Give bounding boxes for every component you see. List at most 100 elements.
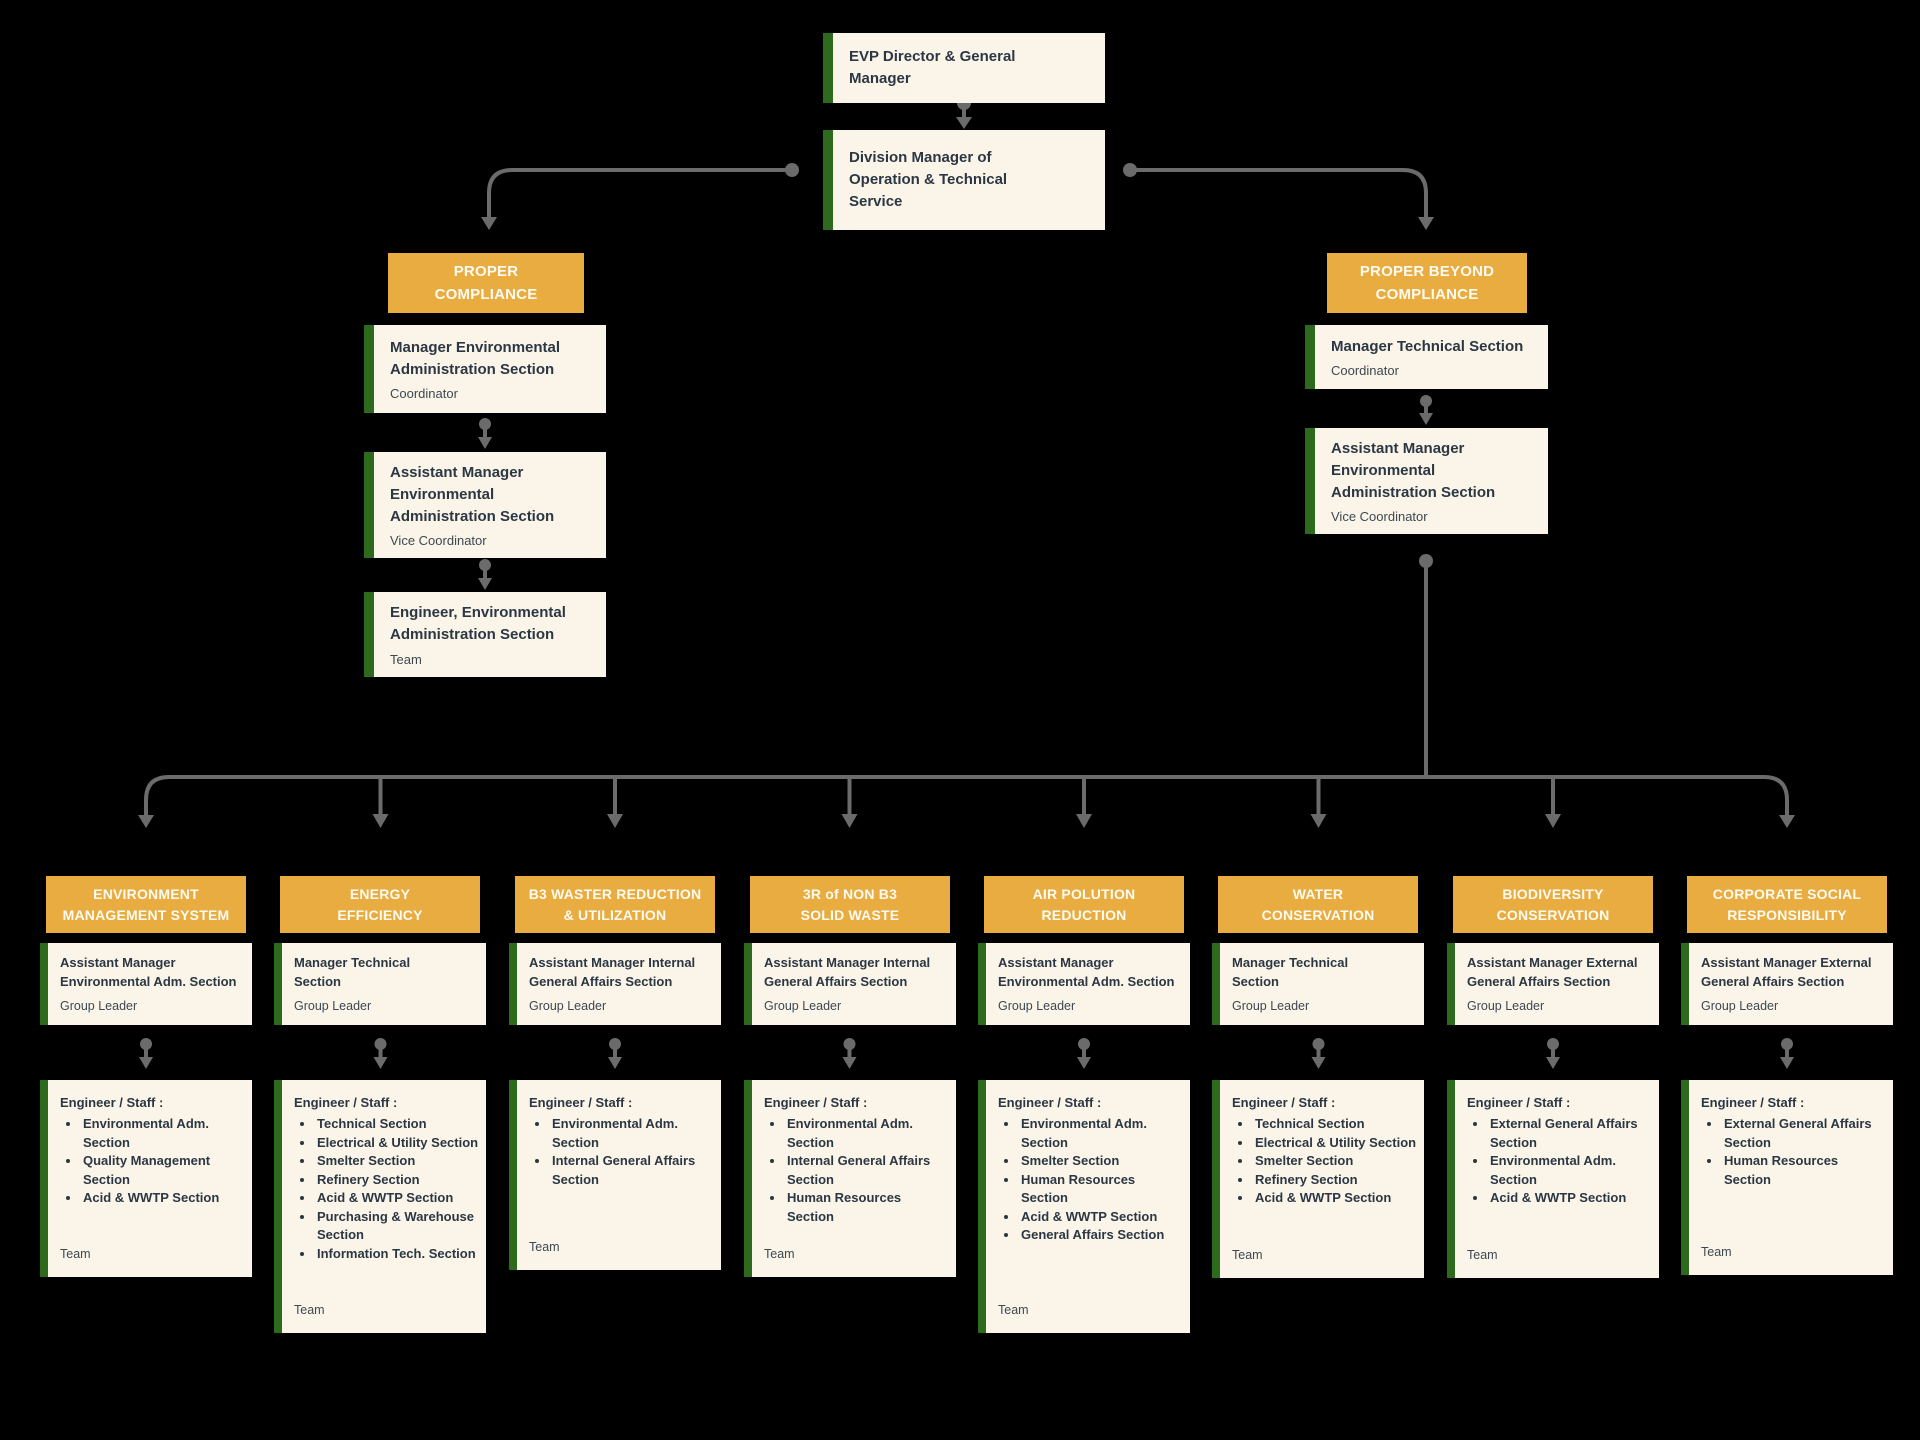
program-staff-box: Engineer / Staff : External General Affa… xyxy=(1447,1080,1659,1278)
team-label: Team xyxy=(294,1303,325,1317)
node-assistant-manager-env-admin-left: Assistant Manager Environmental Administ… xyxy=(364,452,606,559)
program-leader-box: Manager Technical Section Group Leader xyxy=(1212,943,1424,1025)
staff-label: Engineer / Staff : xyxy=(294,1095,398,1110)
leader-title: Assistant Manager Internal General Affai… xyxy=(764,955,931,989)
leader-title: Assistant Manager External General Affai… xyxy=(1467,955,1638,989)
staff-item: Internal General Affairs Section xyxy=(550,1152,715,1189)
leader-title: Assistant Manager External General Affai… xyxy=(1701,955,1872,989)
staff-item: Environmental Adm. Section xyxy=(785,1115,950,1152)
staff-label: Engineer / Staff : xyxy=(1701,1095,1805,1110)
connector-column-arrows xyxy=(139,1038,1794,1069)
leader-role: Group Leader xyxy=(998,998,1076,1013)
node-assistant-manager-env-admin-right: Assistant Manager Environmental Administ… xyxy=(1305,428,1548,535)
staff-list: Technical Section Electrical & Utility S… xyxy=(294,1115,480,1263)
staff-label: Engineer / Staff : xyxy=(529,1095,633,1110)
staff-item: Internal General Affairs Section xyxy=(785,1152,950,1189)
leader-role: Group Leader xyxy=(529,998,607,1013)
connector-right-chain xyxy=(1419,395,1433,425)
node-role: Vice Coordinator xyxy=(1331,509,1428,525)
staff-item: Acid & WWTP Section xyxy=(1019,1208,1184,1226)
staff-label: Engineer / Staff : xyxy=(1467,1095,1571,1110)
team-label: Team xyxy=(1701,1245,1732,1259)
team-label: Team xyxy=(764,1247,795,1261)
node-manager-technical: Manager Technical Section Coordinator xyxy=(1305,325,1548,389)
staff-item: Acid & WWTP Section xyxy=(315,1189,480,1207)
team-label: Team xyxy=(998,1303,1029,1317)
staff-item: Environmental Adm. Section xyxy=(1488,1152,1653,1189)
node-engineer-env-admin: Engineer, Environmental Administration S… xyxy=(364,592,606,677)
staff-item: Human Resources Section xyxy=(1019,1171,1184,1208)
staff-item: Smelter Section xyxy=(315,1152,480,1170)
program-header-energy-efficiency: ENERGY EFFICIENCY xyxy=(280,876,480,933)
program-header-air-polution-reduction: AIR POLUTION REDUCTION xyxy=(984,876,1184,933)
staff-label: Engineer / Staff : xyxy=(764,1095,868,1110)
program-leader-box: Assistant Manager External General Affai… xyxy=(1447,943,1659,1025)
node-role: Coordinator xyxy=(390,386,458,402)
staff-item: Environmental Adm. Section xyxy=(81,1115,246,1152)
team-label: Team xyxy=(60,1247,91,1261)
staff-item: Acid & WWTP Section xyxy=(1488,1189,1653,1207)
staff-item: Information Tech. Section xyxy=(315,1245,480,1263)
node-title: Assistant Manager Environmental Administ… xyxy=(390,464,555,525)
leader-title: Manager Technical Section xyxy=(1232,955,1349,989)
connector-division-to-right-branch xyxy=(1123,163,1434,230)
node-division-manager: Division Manager of Operation & Technica… xyxy=(823,130,1105,230)
node-role: Vice Coordinator xyxy=(390,533,487,549)
program-staff-box: Engineer / Staff : Technical Section Ele… xyxy=(274,1080,486,1333)
team-label: Team xyxy=(529,1240,560,1254)
staff-item: General Affairs Section xyxy=(1019,1226,1184,1244)
staff-list: External General Affairs Section Human R… xyxy=(1701,1115,1887,1189)
node-title: Manager Environmental Administration Sec… xyxy=(390,338,561,378)
staff-item: Technical Section xyxy=(1253,1115,1418,1133)
branch-header-proper-compliance: PROPER COMPLIANCE xyxy=(388,253,584,313)
program-leader-box: Assistant Manager Environmental Adm. Sec… xyxy=(40,943,252,1025)
program-leader-box: Assistant Manager Internal General Affai… xyxy=(744,943,956,1025)
node-role: Team xyxy=(390,651,422,667)
staff-list: Environmental Adm. Section Smelter Secti… xyxy=(998,1115,1184,1244)
team-label: Team xyxy=(1467,1248,1498,1262)
staff-item: Acid & WWTP Section xyxy=(1253,1189,1418,1207)
program-staff-box: Engineer / Staff : Technical Section Ele… xyxy=(1212,1080,1424,1278)
node-title: EVP Director & General Manager xyxy=(849,48,1016,87)
staff-item: Human Resources Section xyxy=(1722,1152,1887,1189)
staff-item: Human Resources Section xyxy=(785,1189,950,1226)
connector-division-to-left-branch xyxy=(481,163,799,230)
program-staff-box: Engineer / Staff : Environmental Adm. Se… xyxy=(40,1080,252,1277)
node-manager-env-admin: Manager Environmental Administration Sec… xyxy=(364,325,606,413)
staff-list: External General Affairs Section Environ… xyxy=(1467,1115,1653,1207)
leader-role: Group Leader xyxy=(1467,998,1545,1013)
staff-item: Environmental Adm. Section xyxy=(550,1115,715,1152)
team-label: Team xyxy=(1232,1248,1263,1262)
leader-role: Group Leader xyxy=(1701,998,1779,1013)
leader-role: Group Leader xyxy=(294,998,372,1013)
leader-role: Group Leader xyxy=(764,998,842,1013)
staff-item: Smelter Section xyxy=(1019,1152,1184,1170)
staff-item: Environmental Adm. Section xyxy=(1019,1115,1184,1152)
leader-title: Manager Technical Section xyxy=(294,955,411,989)
program-header-3r-non-b3-solid-waste: 3R of NON B3 SOLID WASTE xyxy=(750,876,950,933)
program-header-environment-management-system: ENVIRONMENT MANAGEMENT SYSTEM xyxy=(46,876,246,933)
staff-label: Engineer / Staff : xyxy=(1232,1095,1336,1110)
leader-title: Assistant Manager Environmental Adm. Sec… xyxy=(60,955,237,989)
node-title: Manager Technical Section xyxy=(1331,337,1524,355)
leader-role: Group Leader xyxy=(1232,998,1310,1013)
staff-item: Quality Management Section xyxy=(81,1152,246,1189)
staff-item: Technical Section xyxy=(315,1115,480,1133)
node-role: Coordinator xyxy=(1331,363,1399,379)
program-leader-box: Manager Technical Section Group Leader xyxy=(274,943,486,1025)
program-header-b3-waster-reduction: B3 WASTER REDUCTION & UTILIZATION xyxy=(515,876,715,933)
staff-item: Purchasing & Warehouse Section xyxy=(315,1208,480,1245)
leader-title: Assistant Manager Environmental Adm. Sec… xyxy=(998,955,1175,989)
staff-list: Environmental Adm. Section Internal Gene… xyxy=(529,1115,715,1189)
staff-list: Environmental Adm. Section Quality Manag… xyxy=(60,1115,246,1207)
program-header-corporate-social-responsibility: CORPORATE SOCIAL RESPONSIBILITY xyxy=(1687,876,1887,933)
staff-list: Environmental Adm. Section Internal Gene… xyxy=(764,1115,950,1226)
staff-item: Electrical & Utility Section xyxy=(1253,1134,1418,1152)
program-leader-box: Assistant Manager Internal General Affai… xyxy=(509,943,721,1025)
node-evp-director: EVP Director & General Manager xyxy=(823,33,1105,103)
staff-item: Electrical & Utility Section xyxy=(315,1134,480,1152)
staff-list: Technical Section Electrical & Utility S… xyxy=(1232,1115,1418,1207)
staff-item: Acid & WWTP Section xyxy=(81,1189,246,1207)
